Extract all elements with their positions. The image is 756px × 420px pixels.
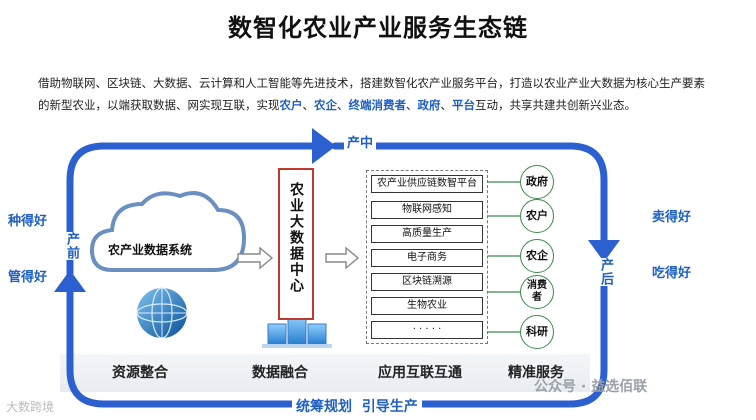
hollow-arrow-icon	[237, 246, 360, 270]
highlight-consumer: 终端消费者	[348, 98, 407, 112]
arrowhead-right	[588, 240, 620, 262]
stakeholder-farmer: 农户	[520, 199, 554, 233]
arrowhead-top	[312, 128, 336, 164]
cycle-top-left-path	[66, 142, 319, 284]
connector-lines	[488, 181, 520, 333]
bottom-label-app-interconnect: 应用互联互通	[378, 365, 462, 381]
left-upper-label: 种得好	[8, 214, 48, 229]
app-item: 农产业供应链数智平台	[371, 175, 483, 193]
intro-line-1: 借助物联网、区块链、大数据、云计算和人工智能等先进技术，搭建数智化农产业服务平台…	[38, 76, 705, 90]
watermark-left: 大数跨境	[6, 400, 55, 414]
app-item: 区块链溯源	[371, 273, 483, 291]
stakeholder-consumer: 消费者	[520, 275, 554, 309]
bottom-label-resource: 资源整合	[112, 365, 168, 381]
right-upper-label: 卖得好	[652, 210, 692, 225]
applications-column: 农产业供应链数智平台 物联网感知 高质量生产 电子商务 区块链溯源 生物农业 ·…	[366, 170, 488, 344]
app-item: 高质量生产	[371, 225, 483, 243]
highlight-enterprise: 农企	[314, 98, 337, 112]
cycle-label-right: 产后	[596, 258, 615, 286]
cloud-icon	[89, 191, 247, 272]
left-lower-label: 管得好	[8, 270, 48, 285]
arrowhead-left	[54, 270, 86, 292]
app-item: · · · · ·	[371, 321, 483, 339]
globe-icon	[136, 287, 188, 339]
watermark-right: 公众号 · 益选佰联	[534, 379, 648, 395]
stakeholder-government: 政府	[520, 165, 554, 199]
page-title: 数智化农业产业服务生态链	[228, 14, 528, 42]
cycle-label-top: 产中	[344, 132, 377, 151]
cycle-top-right-path	[331, 142, 608, 244]
highlight-platform: 平台	[452, 98, 475, 112]
server-icon	[262, 315, 332, 348]
app-item: 物联网感知	[371, 201, 483, 219]
app-item: 生物农业	[371, 297, 483, 315]
intro-paragraph: 借助物联网、区块链、大数据、云计算和人工智能等先进技术，搭建数智化农产业服务平台…	[38, 72, 738, 116]
bottom-label-data-fusion: 数据融合	[252, 365, 308, 381]
stakeholder-research: 科研	[520, 315, 554, 349]
bottom-label-precise-service: 精准服务	[508, 365, 564, 381]
highlight-government: 政府	[417, 98, 441, 112]
intro-line-2: 的新型农业，以端获取数据、网实现互联，实现农户、农企、终端消费者、政府、平台互动…	[38, 98, 636, 112]
bottom-band	[60, 354, 590, 392]
bottom-guidance-label: 统筹规划 引导生产	[292, 396, 422, 416]
app-item: 电子商务	[371, 249, 483, 267]
cycle-label-left: 产前	[62, 232, 81, 260]
stakeholder-enterprise: 农企	[520, 239, 554, 273]
cloud-label: 农产业数据系统	[108, 243, 193, 257]
bigdata-center-box: 农业大数据中心	[278, 168, 314, 320]
highlight-farmer: 农户	[279, 98, 303, 112]
bigdata-center-label: 农业大数据中心	[288, 182, 304, 294]
right-lower-label: 吃得好	[652, 266, 692, 281]
